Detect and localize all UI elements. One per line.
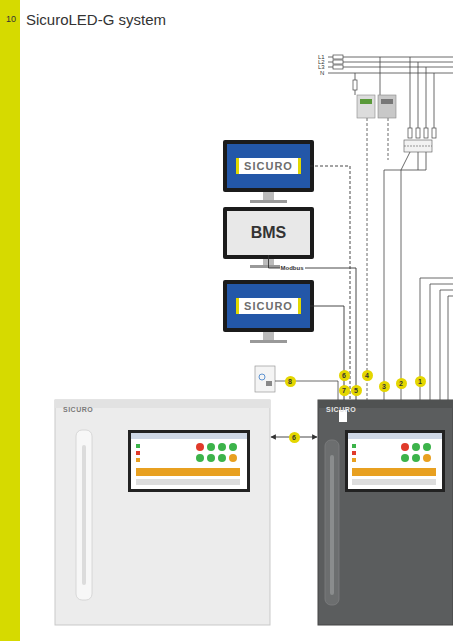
node-text: BMS (251, 224, 287, 242)
page-number: 10 (6, 14, 16, 25)
cabinet: SICURO (318, 400, 453, 625)
node-text: SICURO (326, 406, 356, 413)
callout-number: 3 (379, 381, 390, 392)
monitor (223, 280, 314, 343)
callout-number: 8 (285, 376, 296, 387)
wall-device (255, 366, 338, 400)
fuses (333, 55, 436, 138)
cabinet-left (55, 400, 270, 625)
connector (269, 255, 357, 400)
monitor-screen: SICURO (227, 144, 310, 188)
monitor-screen: SICURO (227, 284, 310, 328)
callout-number: 6 (289, 432, 300, 443)
connector (310, 166, 350, 400)
callout-number: 1 (415, 376, 426, 387)
neutral-label: N (320, 70, 324, 77)
cabinet: SICURO (55, 400, 270, 625)
control-lines (367, 118, 388, 400)
din-modules (357, 95, 432, 152)
callout-number: 5 (351, 385, 362, 396)
callout-number: 6 (339, 370, 350, 381)
power-lines (328, 57, 453, 400)
monitor-screen: BMS (227, 211, 310, 255)
phase-label: L3 (318, 64, 325, 71)
node-text: SICURO (236, 298, 301, 314)
callout-number: 2 (396, 378, 407, 389)
connector (310, 306, 344, 400)
cabinet-right (318, 400, 453, 625)
side-bar (0, 0, 20, 641)
callout-number: 7 (339, 385, 350, 396)
node-text: SICURO (236, 158, 301, 174)
node-text: SICURO (63, 406, 93, 413)
edge-label: Modbus (280, 265, 305, 272)
monitor (223, 140, 314, 203)
page-title: SicuroLED-G system (26, 11, 166, 28)
callout-number: 4 (362, 370, 373, 381)
